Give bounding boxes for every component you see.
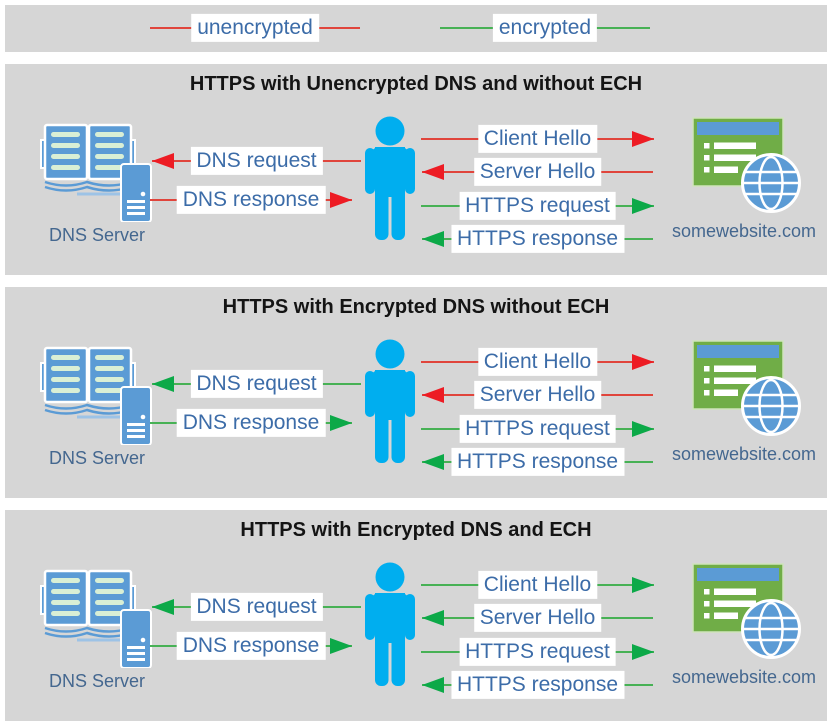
website-icon xyxy=(691,562,801,660)
panel-title: HTTPS with Unencrypted DNS and without E… xyxy=(189,73,643,95)
arrow-label: DNS request xyxy=(190,369,323,399)
arrowhead-right-icon xyxy=(632,131,654,147)
dns-server-icon xyxy=(39,120,155,222)
panel-encrypted-dns-no-ech: HTTPS with Encrypted DNS without ECH DNS… xyxy=(5,287,827,498)
dns-server-icon xyxy=(39,566,155,668)
arrow-label: DNS request xyxy=(190,146,323,176)
arrowhead-left-icon xyxy=(422,387,444,403)
arrowhead-left-icon xyxy=(152,153,174,169)
website-label: somewebsite.com xyxy=(671,444,817,464)
arrowhead-left-icon xyxy=(422,454,444,470)
dns-server-label: DNS Server xyxy=(48,671,146,691)
arrow-label: DNS response xyxy=(176,631,326,661)
arrowhead-left-icon xyxy=(422,231,444,247)
arrow-label: Server Hello xyxy=(473,380,602,410)
legend-encrypted-label: encrypted xyxy=(492,13,598,43)
arrow-label: HTTPS response xyxy=(450,224,625,254)
website-label: somewebsite.com xyxy=(671,667,817,687)
legend-bar: unencrypted encrypted xyxy=(5,5,827,52)
arrowhead-right-icon xyxy=(632,644,654,660)
arrowhead-right-icon xyxy=(632,198,654,214)
arrowhead-right-icon xyxy=(330,192,352,208)
user-icon xyxy=(361,562,419,686)
arrowhead-left-icon xyxy=(422,610,444,626)
arrow-label: Client Hello xyxy=(477,124,598,154)
arrowhead-left-icon xyxy=(422,677,444,693)
user-icon xyxy=(361,339,419,463)
website-label: somewebsite.com xyxy=(671,221,817,241)
arrow-label: Server Hello xyxy=(473,603,602,633)
arrowhead-left-icon xyxy=(422,164,444,180)
dns-server-icon xyxy=(39,343,155,445)
panel-title: HTTPS with Encrypted DNS without ECH xyxy=(222,296,610,318)
dns-server-label: DNS Server xyxy=(48,225,146,245)
arrowhead-right-icon xyxy=(632,421,654,437)
panel-encrypted-dns-with-ech: HTTPS with Encrypted DNS and ECH DNS Ser… xyxy=(5,510,827,721)
arrowhead-right-icon xyxy=(632,577,654,593)
dns-server-label: DNS Server xyxy=(48,448,146,468)
arrow-label: HTTPS request xyxy=(459,191,616,221)
arrow-label: DNS response xyxy=(176,408,326,438)
panel-unencrypted-dns-no-ech: HTTPS with Unencrypted DNS and without E… xyxy=(5,64,827,275)
arrow-label: Client Hello xyxy=(477,570,598,600)
legend-unencrypted-label: unencrypted xyxy=(191,13,319,43)
arrowhead-left-icon xyxy=(152,376,174,392)
arrow-label: HTTPS request xyxy=(459,414,616,444)
website-icon xyxy=(691,116,801,214)
arrow-label: HTTPS request xyxy=(459,637,616,667)
arrow-label: Server Hello xyxy=(473,157,602,187)
arrow-label: DNS request xyxy=(190,592,323,622)
arrowhead-right-icon xyxy=(330,415,352,431)
arrowhead-right-icon xyxy=(632,354,654,370)
arrowhead-right-icon xyxy=(330,638,352,654)
website-icon xyxy=(691,339,801,437)
arrow-label: HTTPS response xyxy=(450,447,625,477)
arrow-label: Client Hello xyxy=(477,347,598,377)
arrowhead-left-icon xyxy=(152,599,174,615)
arrow-label: DNS response xyxy=(176,185,326,215)
arrow-label: HTTPS response xyxy=(450,670,625,700)
panel-title: HTTPS with Encrypted DNS and ECH xyxy=(240,519,592,541)
user-icon xyxy=(361,116,419,240)
